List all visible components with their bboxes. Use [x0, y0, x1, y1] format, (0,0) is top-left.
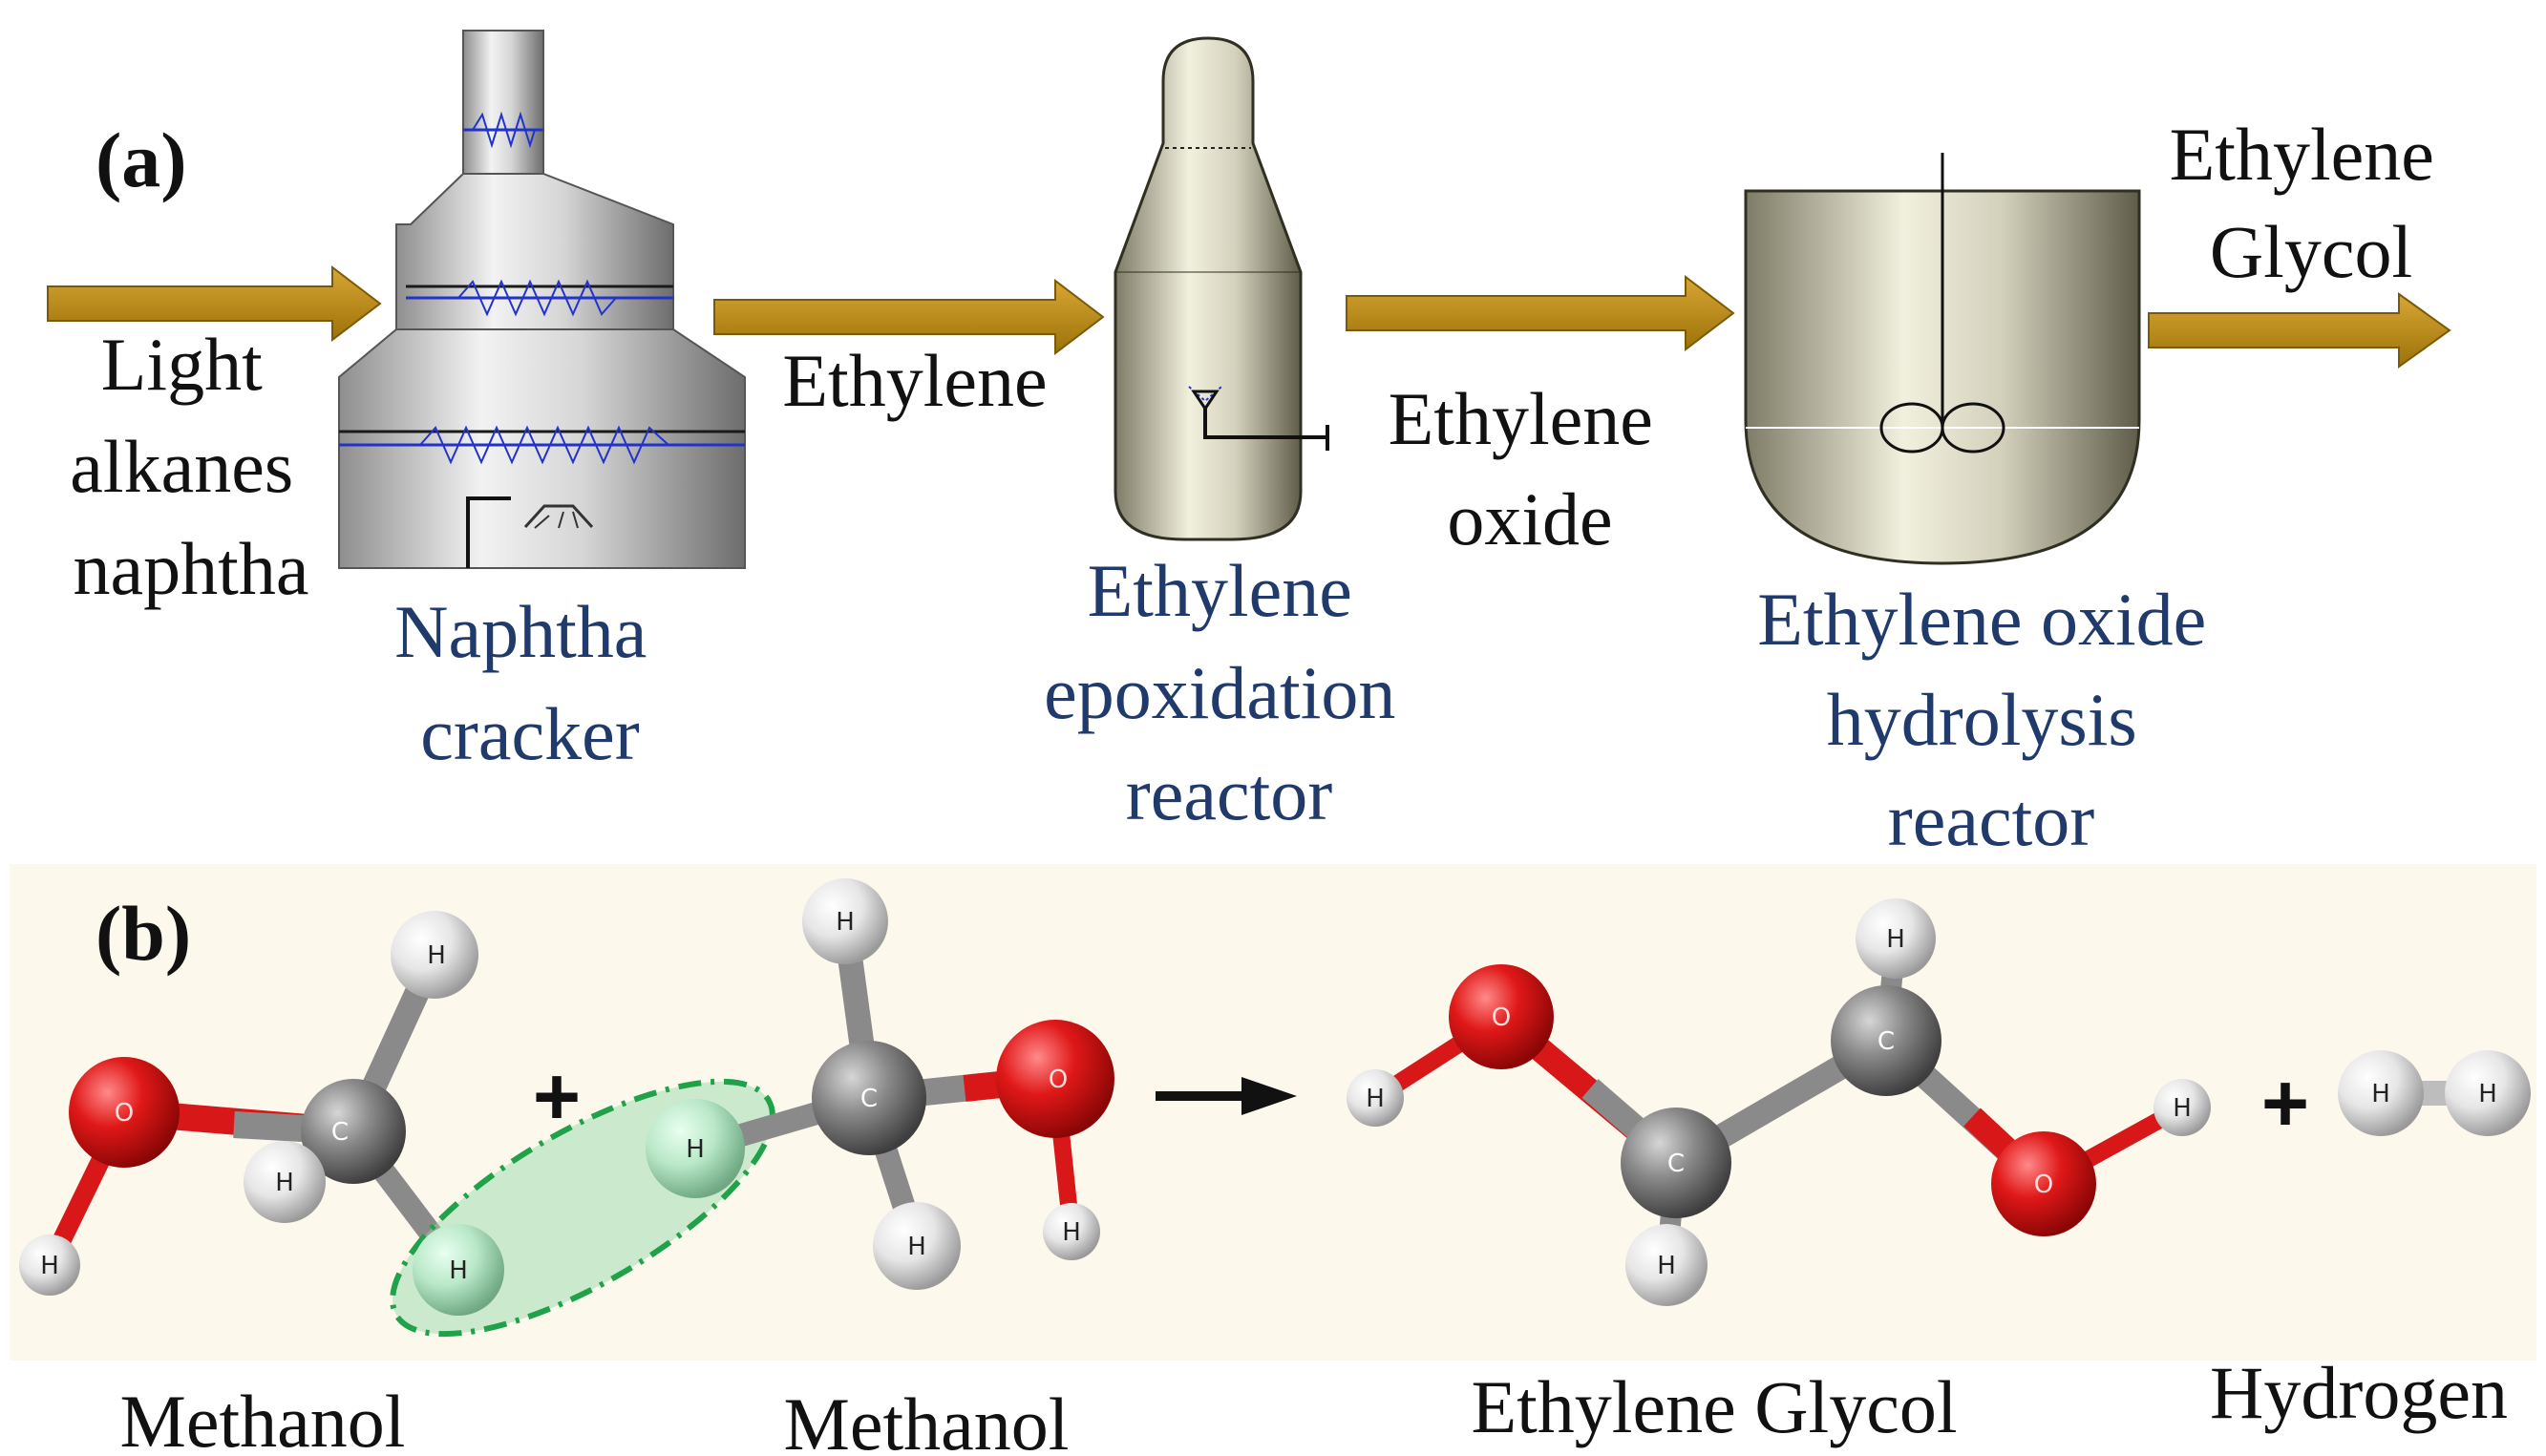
oxygen-atom-label: O [1049, 1066, 1068, 1094]
hydrogen-atom [1043, 1203, 1100, 1260]
epoxidation-reactor-icon [1114, 36, 1329, 541]
oxygen-atom [1449, 964, 1554, 1069]
ethylene-glycol-molecule: H O C H C H O H [1347, 898, 2211, 1306]
naphtha-cracker-icon [338, 30, 746, 569]
hydrogen-atom-label: H [836, 908, 855, 937]
methanol-label-1: Methanol [120, 1380, 406, 1456]
hydrogen-atom [1625, 1224, 1708, 1306]
hydrolysis-reactor-icon [1744, 153, 2141, 565]
panel-a-tag: (a) [95, 116, 187, 203]
methanol-label-2: Methanol [784, 1382, 1070, 1456]
panel-b-tag: (b) [95, 890, 191, 977]
hydrogen-atom [1347, 1069, 1404, 1127]
epoxidation-reactor-label: Ethylene epoxidation reactor [1044, 549, 1414, 835]
carbon-atom [1831, 985, 1941, 1096]
hydrogen-atom-label: H [275, 1169, 294, 1197]
hydrogen-atom [2445, 1050, 2531, 1136]
oxygen-atom-label: O [1492, 1003, 1511, 1032]
hydrogen-atom [244, 1141, 326, 1223]
hydrogen-atom [2338, 1050, 2424, 1136]
methanol-molecule-1: O H C H H [19, 911, 478, 1296]
stream-ethylene-label: Ethylene [782, 339, 1047, 422]
ethylene-arrow [713, 278, 1105, 356]
hydrogen-atom-label: H [1657, 1252, 1676, 1280]
hydrogen-atom-label: H [1366, 1085, 1385, 1113]
feed-label: Light alkanes naphtha [70, 323, 311, 610]
hydrogen-atom-label: H [907, 1233, 926, 1261]
hydrogen-atom-label: H [686, 1135, 705, 1164]
product-arrow [2148, 292, 2451, 369]
plus-sign-products: + [2261, 1058, 2309, 1150]
oxygen-atom [1991, 1131, 2096, 1236]
hydrogen-molecule: H H [2338, 1050, 2531, 1136]
reaction-arrow [1156, 1077, 1297, 1115]
oxygen-atom [69, 1057, 180, 1168]
plus-sign-reactants: + [533, 1051, 581, 1143]
panel-a: (a) [47, 30, 2453, 861]
hydrogen-atom [2153, 1079, 2211, 1136]
ethylene-oxide-arrow [1346, 274, 1735, 352]
methanol-molecule-2: H C H H O H [646, 878, 1114, 1290]
carbon-atom-label: C [1667, 1150, 1685, 1178]
hydrogen-atom-label: H [1062, 1218, 1081, 1247]
ethylene-glycol-label: Ethylene Glycol [1471, 1365, 1957, 1448]
hydrogen-atom-label: H [449, 1256, 468, 1285]
oxygen-atom-label: O [2034, 1171, 2053, 1199]
carbon-atom [1621, 1108, 1731, 1218]
carbon-atom-label: C [331, 1118, 349, 1147]
feed-arrow [47, 264, 382, 343]
hydrogen-atom [802, 878, 888, 964]
hydrogen-atom-label: H [2371, 1080, 2390, 1108]
oxygen-atom-label: O [115, 1099, 134, 1128]
hydrogen-atom [19, 1234, 80, 1296]
hydrogen-atom-label: H [2173, 1094, 2192, 1123]
naphtha-cracker-label: Naphtha cracker [394, 590, 666, 775]
carbon-atom-label: C [860, 1085, 878, 1113]
hydrogen-label: Hydrogen [2210, 1351, 2508, 1434]
hydrogen-atom-label: H [40, 1252, 59, 1280]
hydrogen-atom-label: H [2478, 1080, 2497, 1108]
panel-b: (b) O H C H H H [10, 864, 2536, 1361]
hydrogen-atom [1856, 898, 1936, 979]
carbon-atom-label: C [1878, 1027, 1895, 1056]
carbon-atom [301, 1079, 406, 1184]
hydrolysis-reactor-label: Ethylene oxide hydrolysis reactor [1757, 578, 2225, 861]
product-ethylene-glycol-label: Ethylene Glycol [2170, 113, 2453, 293]
hydrogen-atom-label: H [1886, 925, 1905, 954]
carbon-atom [812, 1041, 926, 1155]
oxygen-atom [996, 1020, 1114, 1138]
hydrogen-atom [873, 1202, 961, 1290]
hydrogen-atom [646, 1099, 745, 1198]
stream-ethylene-oxide-label: Ethylene oxide [1389, 377, 1672, 560]
hydrogen-atom-label: H [427, 941, 446, 970]
hydrogen-atom [413, 1224, 504, 1316]
hydrogen-atom [391, 911, 478, 999]
